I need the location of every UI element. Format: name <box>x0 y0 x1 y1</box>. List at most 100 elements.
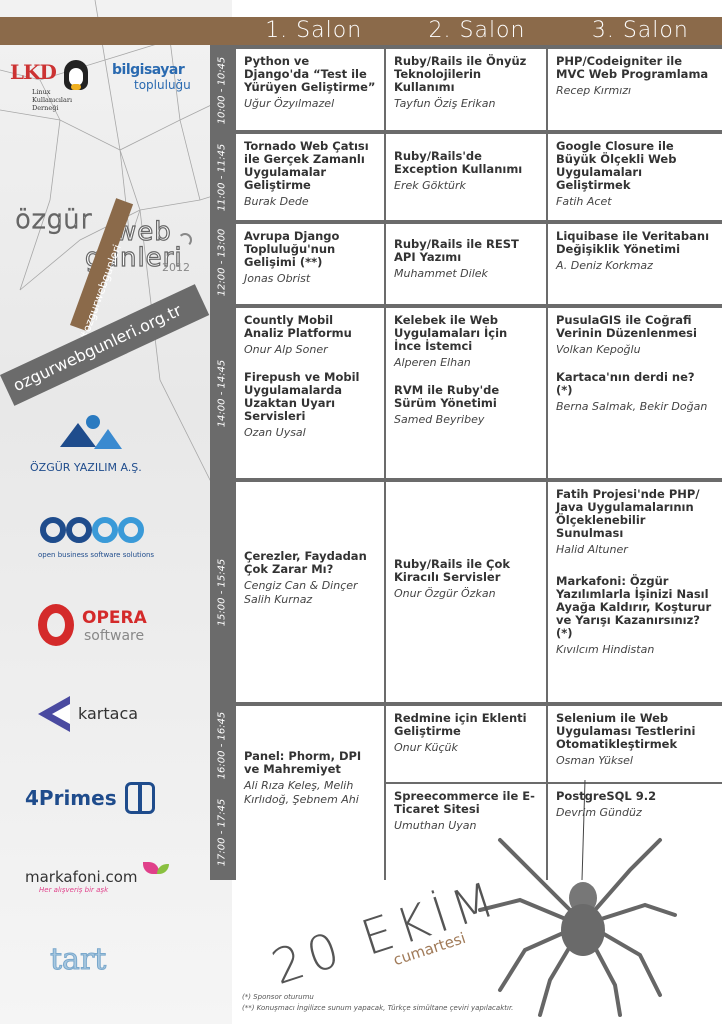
talk-block: Markafoni: Özgür Yazılımlarla İşinizi Na… <box>556 575 714 657</box>
obss-tagline: open business software solutions <box>38 551 155 559</box>
session-cell[interactable]: PHP/Codeigniter ile MVC Web Programlama … <box>548 49 722 130</box>
session-cell[interactable]: Google Closure ile Büyük Ölçekli Web Uyg… <box>548 134 722 220</box>
talk-speaker: Fatih Acet <box>556 195 612 208</box>
talk-speaker: Alperen Elhan <box>394 356 471 369</box>
ozgur-yazilim-mark-icon <box>60 415 122 451</box>
lkd-sub: Linux Kullanıcıları Derneği <box>32 88 73 112</box>
talk-speaker: Erek Göktürk <box>394 179 466 192</box>
session-cell[interactable]: Avrupa Django Topluluğu'nun Gelişimi (**… <box>236 224 384 304</box>
time-slot-1: 10:00 - 10:45 <box>216 56 228 124</box>
time-slot-7: 17:00 - 17:45 <box>216 798 228 866</box>
session-cell[interactable]: Panel: Phorm, DPI ve Mahremiyet Ali Rıza… <box>236 706 384 880</box>
session-cell[interactable]: Redmine için Eklenti Geliştirme Onur Küç… <box>386 706 546 782</box>
talk-title: Avrupa Django Topluluğu'nun Gelişimi (**… <box>244 229 340 269</box>
session-cell[interactable]: Ruby/Rails ile REST API Yazımı Muhammet … <box>386 224 546 304</box>
talk-speaker: Kıvılcım Hindistan <box>556 643 655 656</box>
footnotes: (*) Sponsor oturumu (**) Konuşmacı İngil… <box>242 992 722 1014</box>
obss-logo[interactable]: open business software solutions <box>38 515 188 565</box>
talk-title: Ruby/Rails'de Exception Kullanımı <box>394 149 523 176</box>
session-cell[interactable]: Selenium ile Web Uygulaması Testlerini O… <box>548 706 722 782</box>
talk-speaker: Volkan Kepoğlu <box>556 343 641 356</box>
4primes-logo[interactable]: 4Primes <box>25 782 165 818</box>
markafoni-logo[interactable]: markafoni.com Her alışveriş bir aşk <box>25 862 175 898</box>
time-axis <box>210 45 234 880</box>
talk-title: Tornado Web Çatısı ile Gerçek Zamanlı Uy… <box>244 139 369 192</box>
kartaca-name: kartaca <box>78 704 139 723</box>
lkd-logo[interactable]: LKD Linux Kullanıcıları Derneği <box>10 60 90 115</box>
talk-speaker: Samed Beyribey <box>394 413 485 426</box>
talk-speaker: Jonas Obrist <box>244 272 311 285</box>
talk-speaker: Berna Salmak, Bekir Doğan <box>556 400 708 413</box>
talk-speaker: Ali Rıza Keleş, Melih Kırlıdoğ, Şebnem A… <box>244 779 359 806</box>
time-slot-5: 15:00 - 15:45 <box>216 558 228 626</box>
org2-line2: topluluğu <box>134 78 191 92</box>
salon-title-1: 1. Salon <box>265 18 363 43</box>
talk-title: Redmine için Eklenti Geliştirme <box>394 711 527 738</box>
session-cell[interactable]: Ruby/Rails'de Exception Kullanımı Erek G… <box>386 134 546 220</box>
session-cell[interactable]: Ruby/Rails ile Önyüz Teknolojilerin Kull… <box>386 49 546 130</box>
talk-block: Kelebek ile Web Uygulamaları İçin İnce İ… <box>394 314 538 370</box>
spider-icon <box>478 780 677 1017</box>
talk-speaker: Onur Küçük <box>394 741 458 754</box>
talk-title: Firepush ve Mobil Uygulamalarda Uzaktan … <box>244 370 360 423</box>
talk-title: Çerezler, Faydadan Çok Zarar Mı? <box>244 549 367 576</box>
footnote-2: (**) Konuşmacı İngilizce sunum yapacak, … <box>242 1004 514 1012</box>
session-cell[interactable]: Ruby/Rails ile Çok Kiracılı Servisler On… <box>386 482 546 702</box>
ozgur-yazilim-text: ÖZGÜR YAZILIM A.Ş. <box>30 461 142 474</box>
talk-speaker: Osman Yüksel <box>556 754 633 767</box>
session-cell[interactable]: PusulaGIS ile Coğrafi Verinin Düzenlenme… <box>548 308 722 478</box>
markafoni-tag: Her alışveriş bir aşk <box>39 886 109 894</box>
salon-title-2: 2. Salon <box>428 18 526 43</box>
talk-title: Selenium ile Web Uygulaması Testlerini O… <box>556 711 696 751</box>
talk-block: Countly Mobil Analiz Platformu Onur Alp … <box>244 314 376 357</box>
header-bar-left <box>0 17 232 45</box>
opera-name: OPERA <box>82 608 147 628</box>
opera-o-icon <box>38 604 74 646</box>
talk-title: Google Closure ile Büyük Ölçekli Web Uyg… <box>556 139 677 192</box>
bilgisayar-toplulugu-logo[interactable]: bilgisayar topluluğu <box>112 62 210 107</box>
talk-title: RVM ile Ruby'de Sürüm Yönetimi <box>394 383 500 410</box>
ozgur-yazilim-logo[interactable]: ÖZGÜR YAZILIM A.Ş. <box>30 415 170 480</box>
markafoni-name: markafoni.com <box>25 868 138 886</box>
talk-title: Ruby/Rails ile Çok Kiracılı Servisler <box>394 557 510 584</box>
session-cell[interactable]: Tornado Web Çatısı ile Gerçek Zamanlı Uy… <box>236 134 384 220</box>
session-cell[interactable]: Kelebek ile Web Uygulamaları İçin İnce İ… <box>386 308 546 478</box>
talk-title: Ruby/Rails ile REST API Yazımı <box>394 237 519 264</box>
talk-speaker: Halid Altuner <box>556 543 628 556</box>
time-slot-4: 14:00 - 14:45 <box>216 359 228 427</box>
session-cell[interactable]: Liquibase ile Veritabanı Değişiklik Yöne… <box>548 224 722 304</box>
time-slot-6: 16:00 - 16:45 <box>216 711 228 779</box>
talk-speaker: Muhammet Dilek <box>394 267 488 280</box>
talk-title: Liquibase ile Veritabanı Değişiklik Yöne… <box>556 229 710 256</box>
talk-speaker: Umuthan Uyan <box>394 819 477 832</box>
talk-title: Countly Mobil Analiz Platformu <box>244 313 352 340</box>
talk-title: PHP/Codeigniter ile MVC Web Programlama <box>556 54 709 81</box>
talk-title: Ruby/Rails ile Önyüz Teknolojilerin Kull… <box>394 54 527 94</box>
talk-title: Panel: Phorm, DPI ve Mahremiyet <box>244 749 362 776</box>
talk-title: Kartaca'nın derdi ne? (*) <box>556 370 695 397</box>
talk-block: Fatih Projesi'nde PHP/ Java Uygulamaları… <box>556 488 714 557</box>
opera-sub: software <box>84 628 145 644</box>
session-cell[interactable]: Çerezler, Faydadan Çok Zarar Mı? Cengiz … <box>236 482 384 702</box>
kartaca-logo[interactable]: kartaca <box>38 692 168 737</box>
4primes-mark-icon <box>125 782 155 814</box>
talk-block: Firepush ve Mobil Uygulamalarda Uzaktan … <box>244 371 376 440</box>
event-year: 2012 <box>162 261 190 274</box>
session-cell[interactable]: Countly Mobil Analiz Platformu Onur Alp … <box>236 308 384 478</box>
talk-block: RVM ile Ruby'de Sürüm Yönetimi Samed Bey… <box>394 384 538 427</box>
salon-header: 1. Salon 2. Salon 3. Salon <box>232 17 722 45</box>
tart-name: tart <box>50 942 107 978</box>
talk-speaker: A. Deniz Korkmaz <box>556 259 653 272</box>
salon-title-3: 3. Salon <box>591 18 689 43</box>
tart-logo[interactable]: tart <box>50 942 140 982</box>
session-cell[interactable]: Fatih Projesi'nde PHP/ Java Uygulamaları… <box>548 482 722 702</box>
4primes-name: 4Primes <box>25 786 117 810</box>
talk-speaker: Onur Özgür Özkan <box>394 587 496 600</box>
talk-speaker: Devrim Gündüz <box>556 806 642 819</box>
session-cell[interactable]: Python ve Django'da “Test ile Yürüyen Ge… <box>236 49 384 130</box>
footnote-1: (*) Sponsor oturumu <box>242 993 314 1001</box>
lkd-name: LKD <box>10 60 57 84</box>
wifi-icon <box>178 233 192 247</box>
opera-logo[interactable]: OPERA software <box>38 602 168 650</box>
session-cell[interactable]: Spreecommerce ile E-Ticaret Sitesi Umuth… <box>386 784 546 880</box>
